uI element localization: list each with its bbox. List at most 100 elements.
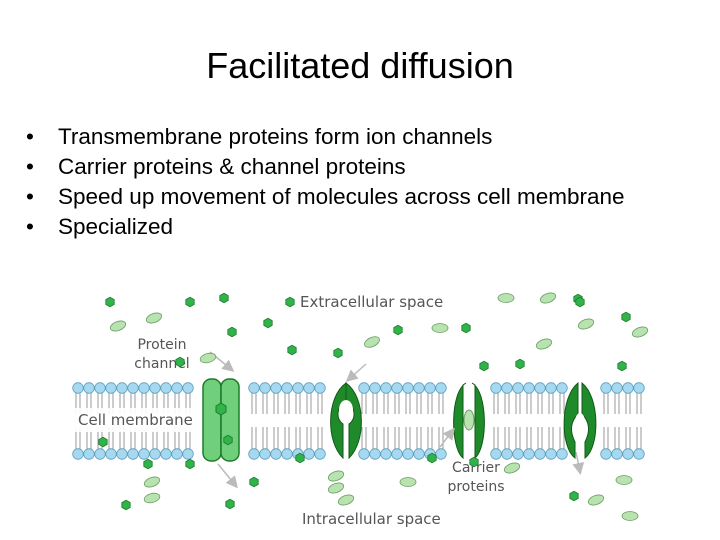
- hexagon-molecule: [175, 356, 185, 368]
- lipid-head: [490, 382, 502, 394]
- lipid-head: [600, 382, 612, 394]
- hexagon-molecule: [287, 344, 297, 356]
- lipid-head: [83, 448, 95, 460]
- lipid-head: [611, 382, 623, 394]
- bullet-item: • Specialized: [26, 212, 625, 242]
- oval-molecule: [337, 494, 355, 506]
- lipid-head: [94, 448, 106, 460]
- hexagon-molecule: [225, 498, 235, 510]
- intracellular-space-label: Intracellular space: [302, 510, 441, 528]
- carrier-protein: [453, 382, 485, 460]
- lipid-head: [545, 382, 557, 394]
- lipid-head: [523, 382, 535, 394]
- hexagon-molecule: [263, 317, 273, 329]
- hexagon-molecule: [121, 499, 131, 511]
- lipid-head: [358, 448, 370, 460]
- lipid-head: [160, 382, 172, 394]
- lipid-heads: [72, 382, 645, 460]
- hexagon-molecule: [333, 347, 343, 359]
- oval-molecule: [364, 336, 380, 348]
- lipid-head: [171, 382, 183, 394]
- bullet-item: •Speed up movement of molecules across c…: [26, 182, 625, 212]
- lipid-head: [501, 382, 513, 394]
- movement-arrows: [209, 351, 585, 489]
- lipid-head: [105, 382, 117, 394]
- lipid-head: [72, 448, 84, 460]
- lipid-head: [490, 448, 502, 460]
- lipid-head: [149, 382, 161, 394]
- protein-channel: [202, 378, 240, 462]
- solute-molecules: [98, 292, 649, 521]
- lipid-head: [402, 448, 414, 460]
- slide-title: Facilitated diffusion: [206, 45, 514, 86]
- hexagon-molecule: [621, 311, 631, 323]
- lipid-head: [303, 448, 315, 460]
- lipid-head: [380, 448, 392, 460]
- lipid-head: [83, 382, 95, 394]
- lipid-head: [600, 448, 612, 460]
- lipid-head: [523, 448, 535, 460]
- oval-molecule: [327, 482, 345, 494]
- lipid-head: [314, 382, 326, 394]
- oval-molecule: [577, 318, 595, 330]
- hexagon-molecule: [575, 296, 585, 308]
- bullet-text: Specialized: [58, 214, 174, 239]
- carrier-protein: [330, 382, 362, 460]
- hexagon-molecule: [469, 456, 479, 468]
- bullet-text: Carrier proteins & channel proteins: [58, 154, 406, 179]
- lipid-head: [116, 448, 128, 460]
- hexagon-molecule: [143, 458, 153, 470]
- bullet-item: • Transmembrane proteins form ion channel…: [26, 122, 625, 152]
- lipid-head: [380, 382, 392, 394]
- lipid-head: [72, 382, 84, 394]
- hexagon-molecule: [393, 324, 403, 336]
- lipid-head: [171, 448, 183, 460]
- oval-molecule: [143, 492, 161, 504]
- lipid-head: [281, 448, 293, 460]
- lipid-head: [182, 448, 194, 460]
- oval-molecule: [503, 462, 521, 474]
- carrier-protein: [563, 381, 597, 459]
- hexagon-molecule: [617, 360, 627, 372]
- lipid-head: [534, 448, 546, 460]
- lipid-head: [611, 448, 623, 460]
- hexagon-molecule: [461, 322, 471, 334]
- carrier-proteins-label: proteins: [447, 479, 504, 495]
- hexagon-molecule: [227, 326, 237, 338]
- oval-molecule: [621, 511, 639, 521]
- lipid-head: [248, 448, 260, 460]
- oval-molecule: [327, 470, 345, 482]
- lipid-head: [633, 448, 645, 460]
- lipid-head: [512, 448, 524, 460]
- lipid-tails: [75, 392, 642, 450]
- cell-membrane-label: Cell membrane: [78, 411, 193, 429]
- hexagon-molecule: [295, 452, 305, 464]
- lipid-head: [94, 382, 106, 394]
- lipid-head: [116, 382, 128, 394]
- lipid-head: [424, 382, 436, 394]
- oval-molecule: [199, 352, 217, 364]
- protein-channel-label: Protein: [137, 337, 186, 353]
- lipid-head: [281, 382, 293, 394]
- hexagon-molecule: [223, 434, 233, 446]
- lipid-head: [512, 382, 524, 394]
- extracellular-space-label: Extracellular space: [300, 293, 443, 311]
- lipid-head: [292, 382, 304, 394]
- lipid-head: [622, 382, 634, 394]
- oval-molecule: [399, 477, 417, 487]
- bullet-text: Transmembrane proteins form ion channels: [58, 124, 493, 149]
- bullet-dot: •: [26, 214, 34, 239]
- lipid-head: [391, 382, 403, 394]
- lipid-head: [105, 448, 117, 460]
- oval-molecule: [587, 494, 605, 506]
- hexagon-molecule: [185, 458, 195, 470]
- hexagon-molecule: [569, 490, 579, 502]
- bullet-dot: •: [26, 124, 34, 149]
- oval-molecule: [109, 320, 127, 332]
- lipid-head: [127, 448, 139, 460]
- lipid-head: [259, 448, 271, 460]
- lipid-head: [556, 448, 568, 460]
- lipid-head: [556, 382, 568, 394]
- hexagon-molecule: [105, 296, 115, 308]
- lipid-head: [435, 448, 447, 460]
